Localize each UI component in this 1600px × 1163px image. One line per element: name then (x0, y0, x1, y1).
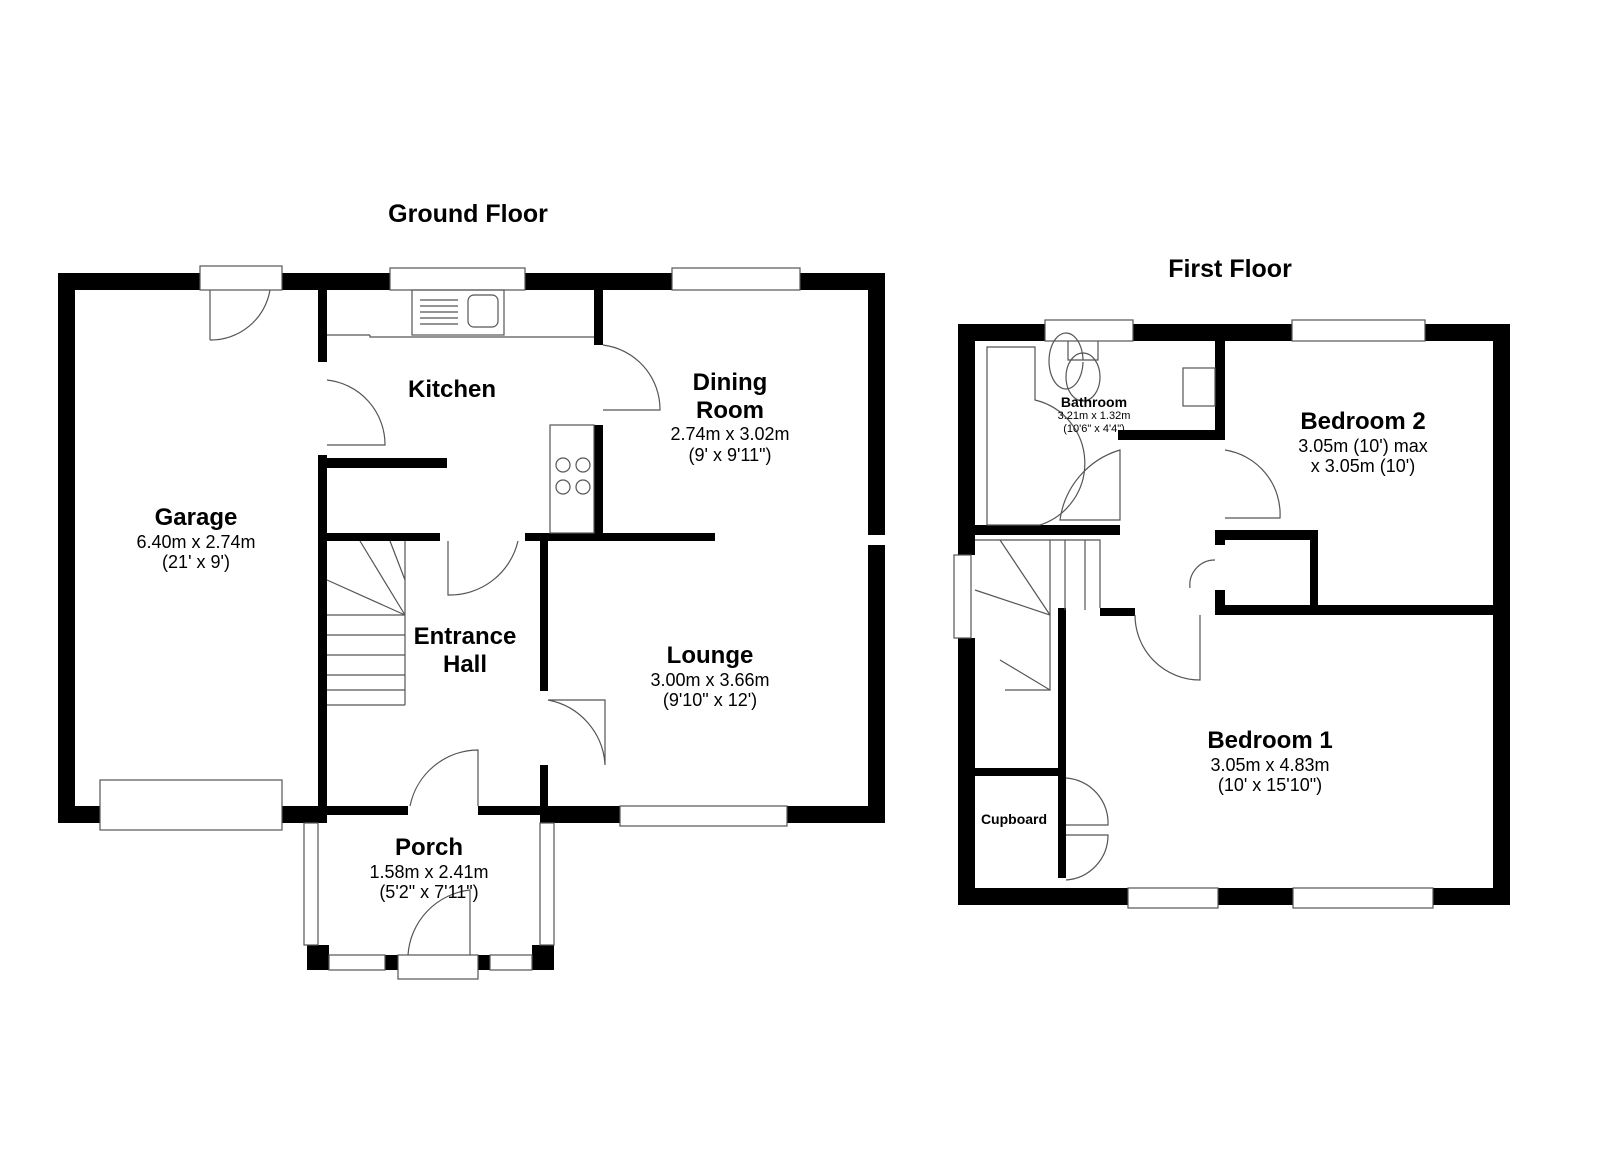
room-metric: 6.40m x 2.74m (136, 531, 256, 552)
first-floor-fixtures (974, 332, 1281, 881)
first-floor-walls (958, 324, 1510, 905)
room-kitchen: Kitchen (408, 376, 496, 404)
first-floor-windows (953, 319, 1434, 909)
room-garage: Garage 6.40m x 2.74m (21' x 9') (136, 504, 255, 573)
room-name: Garage (154, 504, 238, 531)
room-name: Entrance Hall (413, 623, 517, 678)
room-imperial: (9'10" x 12') (662, 690, 758, 711)
room-metric: 3.05m x 4.83m (1210, 754, 1330, 775)
room-imperial: (10' x 15'10") (1217, 775, 1323, 796)
room-bathroom: Bathroom 3.21m x 1.32m (10'6" x 4'4") (1058, 394, 1131, 435)
room-bedroom-1: Bedroom 1 3.05m x 4.83m (10' x 15'10") (1207, 727, 1332, 796)
room-imperial: (21' x 9') (162, 552, 230, 573)
room-name: Bathroom (1060, 394, 1128, 410)
room-name: Cupboard (980, 811, 1048, 827)
room-name: Bedroom 1 (1207, 727, 1333, 754)
ground-floor-fixtures (209, 289, 661, 956)
room-metric: 3.21m x 1.32m (1057, 410, 1131, 423)
room-name: Lounge (666, 642, 754, 669)
room-porch: Porch 1.58m x 2.41m (5'2" x 7'11") (369, 834, 488, 903)
room-cupboard: Cupboard (981, 811, 1047, 827)
room-dining-room: Dining Room 2.74m x 3.02m (9' x 9'11") (645, 369, 815, 466)
ground-floor-windows (99, 265, 801, 980)
ground-floor-walls (58, 273, 885, 970)
first-floor-title: First Floor (1168, 255, 1292, 283)
room-metric: 2.74m x 3.02m (670, 424, 790, 445)
room-entrance-hall: Entrance Hall (395, 623, 535, 678)
room-metric: 3.05m (10') max (1298, 435, 1428, 456)
room-imperial: (9' x 9'11") (688, 444, 772, 465)
ground-floor-title: Ground Floor (388, 200, 548, 228)
room-lounge: Lounge 3.00m x 3.66m (9'10" x 12') (650, 642, 769, 711)
room-name: Bedroom 2 (1300, 408, 1426, 435)
room-imperial: (5'2" x 7'11") (379, 882, 479, 903)
room-name: Kitchen (407, 376, 497, 403)
room-imperial: (10'6" x 4'4") (1063, 422, 1125, 435)
room-metric: 3.00m x 3.66m (650, 669, 770, 690)
room-imperial: x 3.05m (10') (1310, 456, 1416, 477)
room-bedroom-2: Bedroom 2 3.05m (10') max x 3.05m (10') (1298, 408, 1427, 477)
room-name: Dining Room (692, 369, 768, 424)
room-name: Porch (394, 834, 463, 861)
room-metric: 1.58m x 2.41m (369, 861, 489, 882)
